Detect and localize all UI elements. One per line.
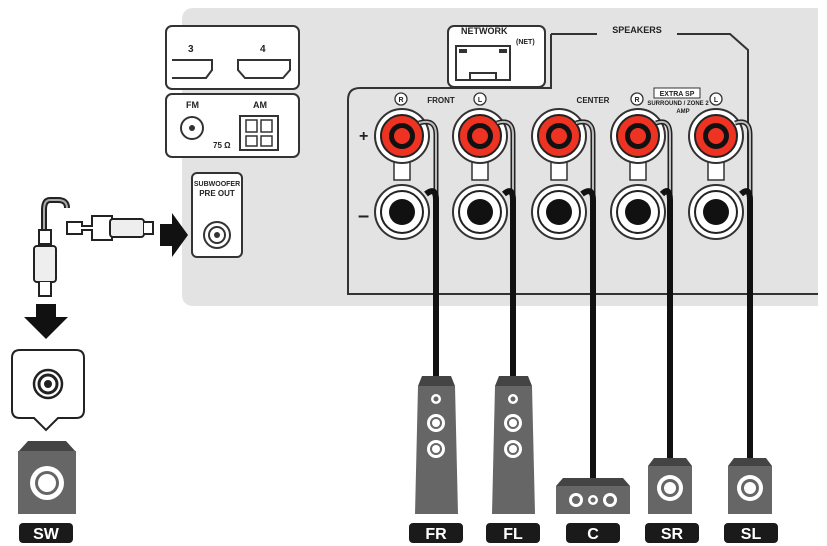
tag-fr: FR [409, 523, 463, 543]
tag-sr: SR [645, 523, 699, 543]
subwoofer-out-label-1: SUBWOOFER [194, 181, 240, 188]
surround-right-positive-terminal [610, 108, 666, 164]
ethernet-port [455, 45, 511, 81]
svg-text:SL: SL [741, 526, 762, 543]
front-right-mark: R [394, 92, 408, 106]
subwoofer-out-jack-ring [208, 226, 226, 244]
hdmi-label-3: 3 [188, 44, 194, 55]
front-left-terminal-pair [452, 108, 508, 240]
surround-label: SURROUND / ZONE 2 [647, 101, 709, 107]
front-left-speaker [492, 376, 535, 514]
speakers-frame [347, 34, 818, 295]
rca-plug-body-horizontal [109, 218, 145, 238]
am-terminal-hole-1 [245, 135, 258, 147]
am-terminal-hole-2 [260, 135, 273, 147]
ethernet-led-left [459, 49, 467, 53]
surround-right-mark: R [630, 92, 644, 106]
front-left-negative-terminal [452, 184, 508, 240]
front-right-negative-terminal [374, 184, 430, 240]
svg-text:L: L [714, 97, 719, 104]
speakers-title: SPEAKERS [612, 25, 662, 35]
minus-sign: – [358, 205, 369, 227]
extra-sp-box [653, 87, 701, 99]
fm-jack-center [189, 125, 195, 131]
subwoofer-out-jack-pin [214, 232, 220, 238]
svg-text:R: R [634, 97, 639, 104]
svg-text:L: L [478, 97, 483, 104]
subwoofer-out-label-2: PRE OUT [199, 189, 235, 198]
svg-text:SR: SR [661, 526, 684, 543]
subwoofer-input-jack-pin [44, 380, 52, 388]
tag-sl: SL [724, 523, 778, 543]
front-right-terminal-pair [374, 108, 430, 240]
speaker-terminals [374, 108, 744, 240]
surround-left-speaker [728, 458, 772, 514]
fm-label: FM [186, 100, 199, 110]
network-label: NETWORK [461, 26, 508, 36]
surround-left-mark: L [709, 92, 723, 106]
front-right-positive-terminal [374, 108, 430, 164]
plus-sign: + [359, 128, 368, 145]
hdmi-port-4 [237, 59, 291, 79]
tag-c: C [566, 523, 620, 543]
am-terminal-slot-1 [245, 119, 258, 133]
subwoofer-input-jack-ring [37, 373, 59, 395]
arrow-right-icon [160, 213, 188, 257]
hdmi-label-4: 4 [260, 44, 266, 55]
arrow-down-icon [24, 304, 68, 339]
center-terminal-pair [531, 108, 587, 240]
rca-plug-vertical-collar [38, 229, 52, 245]
svg-text:SW: SW [33, 526, 60, 543]
am-label: AM [253, 100, 267, 110]
receiver-panel [182, 8, 818, 306]
hdmi-port-3 [172, 59, 213, 79]
front-right-speaker [415, 376, 458, 514]
speakers-title-bg [597, 22, 677, 36]
surround-left-positive-terminal [688, 108, 744, 164]
tag-sw: SW [19, 523, 73, 543]
rca-plug-horizontal [66, 215, 113, 241]
am-terminal-slot-2 [260, 119, 273, 133]
svg-text:C: C [587, 526, 599, 543]
front-label: FRONT [427, 96, 455, 105]
subwoofer-cable [33, 197, 154, 297]
rca-plug-tip-vertical [38, 282, 52, 297]
center-positive-terminal [531, 108, 587, 164]
svg-text:R: R [398, 97, 403, 104]
surround-right-speaker [648, 458, 692, 514]
ohm-label: 75 Ω [213, 141, 231, 150]
ethernet-led-right [499, 49, 507, 53]
rca-plug-body-vertical [33, 245, 57, 283]
center-label: CENTER [577, 96, 610, 105]
surround-left-negative-terminal [688, 184, 744, 240]
extra-sp-label: EXTRA SP [660, 91, 695, 98]
center-negative-terminal [531, 184, 587, 240]
center-speaker [556, 478, 630, 514]
svg-text:FR: FR [425, 526, 447, 543]
subwoofer-speaker [18, 441, 76, 514]
speaker-wires [418, 119, 753, 478]
front-left-mark: L [473, 92, 487, 106]
hdmi-box [165, 25, 300, 90]
surround-right-negative-terminal [610, 184, 666, 240]
surround-right-terminal-pair [610, 108, 666, 240]
network-sub-label: (NET) [516, 39, 535, 46]
rca-plug-tip-horizontal [144, 221, 154, 235]
surround-left-terminal-pair [688, 108, 744, 240]
svg-text:FL: FL [503, 526, 523, 543]
tag-fl: FL [486, 523, 540, 543]
front-left-positive-terminal [452, 108, 508, 164]
amp-label: AMP [676, 109, 689, 115]
